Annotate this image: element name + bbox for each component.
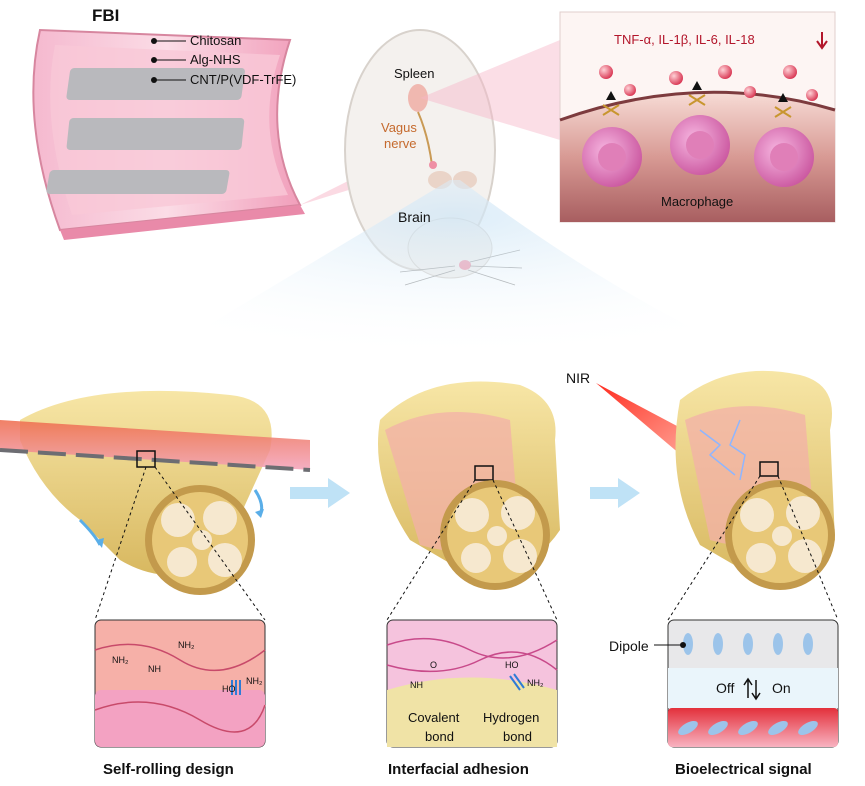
zoom-line [492,479,558,621]
stage2-zoom-box [386,619,558,748]
up-arrow-icon [743,677,753,698]
caption-interfacial-adhesion: Interfacial adhesion [388,761,529,778]
brain-label: Brain [398,209,431,225]
chem-nh2-label: NH₂ [178,640,195,650]
vagus-label-line2: nerve [384,136,417,151]
legend-alg-nhs: Alg-NHS [190,52,241,67]
stage-arrow-icon [290,478,350,508]
glow-cone [150,180,760,360]
stage3-nerve-illustration [675,370,835,590]
macrophage-cell [670,115,730,175]
stage1-nerve-illustration [0,390,311,595]
cytokines-label: TNF-α, IL-1β, IL-6, IL-18 [614,32,755,47]
stage-arrow-icon [590,478,640,508]
chem-o-label: O [430,660,438,670]
on-label: On [772,680,791,696]
chem-nh2-label: NH₂ [527,678,544,688]
macrophage-cell [754,127,814,187]
stage2-nerve-illustration [378,381,560,590]
stage1-zoom-box [94,619,266,748]
fbi-leader-lines [151,38,186,83]
dipole-bottom-row [678,721,818,735]
zoom-line [94,466,147,621]
macrophage-label: Macrophage [661,194,734,209]
macrophage-cell [582,127,642,187]
chem-ho-label: HO [222,684,236,694]
vagus-label-line1: Vagus [381,120,417,135]
cytokine-dots [599,65,818,101]
covalent-label-line1: Covalent [408,710,460,725]
chem-nh-label: NH [148,664,161,674]
spleen-organ [408,84,428,112]
zoom-line [777,475,839,621]
dipole-top-row [683,633,813,655]
zoom-line [154,466,266,621]
chem-nh2-label: NH₂ [246,676,263,686]
stage3-zoom-box [667,619,839,748]
fbi-title: FBI [92,6,120,25]
dipole-label: Dipole [609,638,649,654]
chem-nh-label: NH [410,680,423,690]
dipole-leader-dot [680,642,686,648]
zoom-line [667,475,761,621]
spleen-to-box-beam [420,40,560,140]
legend-chitosan: Chitosan [190,33,242,48]
fbi-film-illustration [32,28,305,240]
chem-nh2-label: NH₂ [112,655,129,665]
legend-cnt: CNT/P(VDF-TrFE) [190,72,297,87]
hydrogen-label-line1: Hydrogen [483,710,540,725]
spleen-label: Spleen [394,66,435,81]
chem-ho-label: HO [505,660,519,670]
down-arrow-icon [751,680,761,701]
receptor-block-icons [602,81,792,118]
macrophage-panel [559,11,836,223]
nir-label: NIR [566,370,591,386]
decrease-arrow-icon [816,32,828,50]
covalent-label-line2: bond [425,729,454,744]
caption-bioelectrical-signal: Bioelectrical signal [675,761,812,778]
caption-self-rolling: Self-rolling design [103,761,234,778]
vagus-nerve-path [417,111,433,166]
hydrogen-label-line2: bond [503,729,532,744]
off-label: Off [716,680,735,696]
